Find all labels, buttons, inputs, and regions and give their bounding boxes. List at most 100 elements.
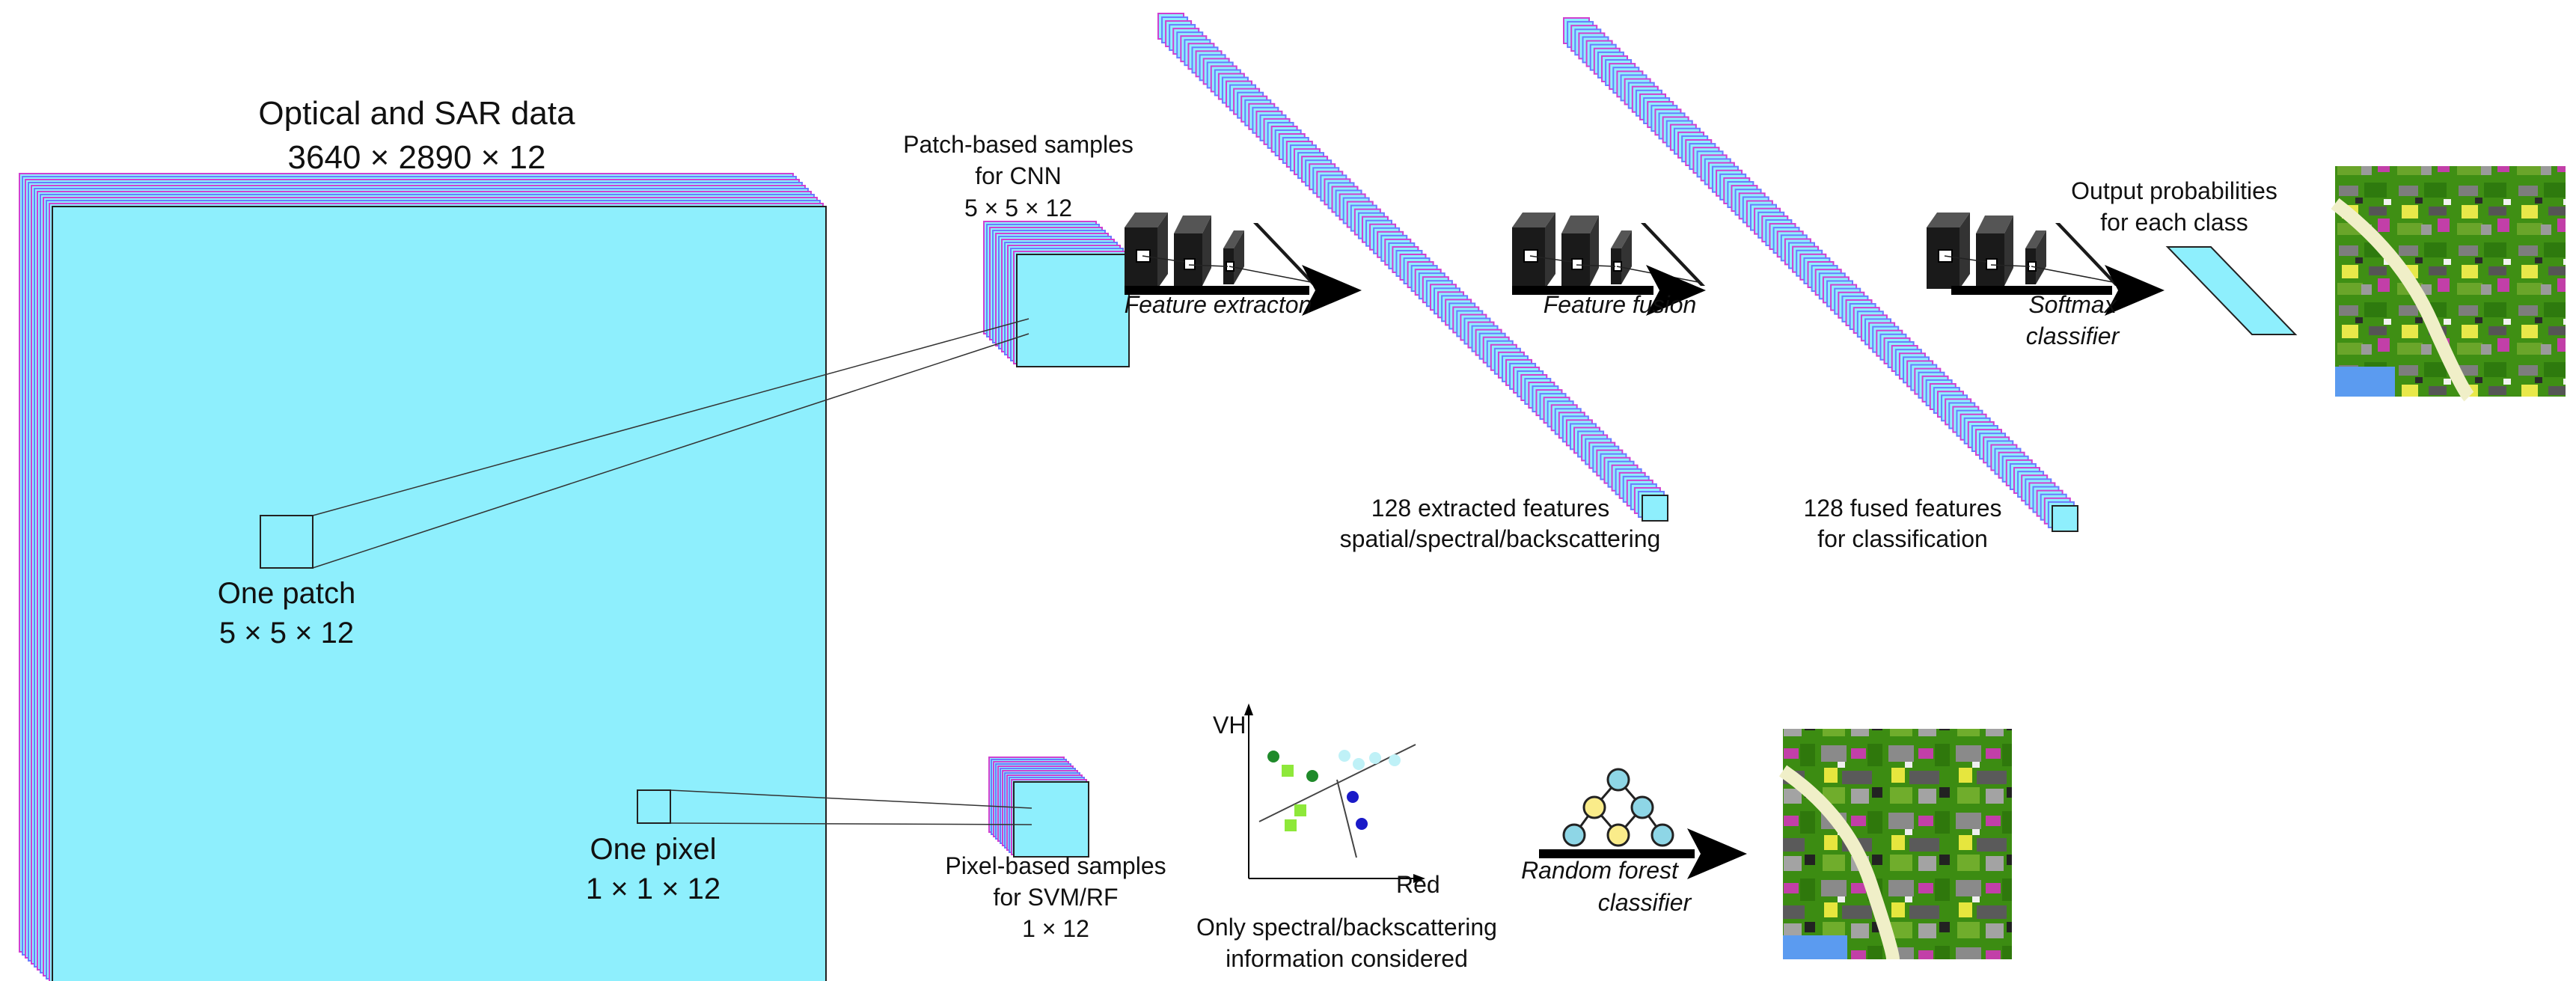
arrow-feature-extraction-head — [1302, 265, 1362, 316]
output-probability-vector — [2165, 246, 2298, 335]
patch-label: One patch — [218, 577, 356, 610]
pixel-dims: 1 × 1 × 12 — [586, 872, 721, 905]
cnn-block-fusion-link1 — [1529, 255, 1573, 263]
softmax-label-line1: Softmax — [2028, 291, 2117, 318]
patch-outline — [260, 515, 313, 569]
fused-features-line2: for classification — [1817, 525, 1988, 552]
cnn-block-softmax-side3 — [2036, 230, 2046, 284]
rf-label-line2: classifier — [1598, 889, 1692, 916]
output-line1: Output probabilities — [2071, 177, 2277, 204]
input-title: Optical and SAR data — [258, 95, 575, 132]
extracted-features-line2: spatial/spectral/backscattering — [1340, 525, 1661, 552]
scatter-y-axis-label: VH — [1213, 712, 1246, 739]
scatter-point — [1369, 752, 1381, 764]
scatter-boundary-2 — [1336, 779, 1357, 858]
fused-features-stack-unit — [2052, 505, 2078, 532]
rf-classification-map — [1778, 729, 2012, 960]
tree-node — [1650, 823, 1674, 847]
cnn-block-fusion-side3 — [1621, 230, 1632, 284]
connector-line — [670, 822, 1032, 825]
scatter-point — [1356, 818, 1368, 830]
rf-label-line1: Random forest — [1521, 857, 1679, 884]
cnn-block-softmax-top2 — [1976, 216, 2013, 233]
scatter-point — [1353, 758, 1365, 770]
cnn-block-extraction-top3 — [1223, 230, 1244, 248]
cnn-block-extraction-link2 — [1188, 264, 1229, 267]
pixel-sample-stack-layer — [1013, 781, 1089, 858]
tree-node — [1562, 823, 1586, 847]
input-data-cube — [19, 173, 827, 981]
fused-features-line1: 128 fused features — [1803, 495, 2001, 522]
connector-line — [670, 789, 1032, 809]
cnn-block-fusion-side — [1545, 213, 1555, 289]
feature-fusion-label: Feature fusion — [1544, 291, 1697, 318]
arrow-softmax-head — [2105, 265, 2164, 316]
cnn-block-extraction-link1 — [1142, 255, 1185, 263]
extracted-features-line1: 128 extracted features — [1371, 495, 1609, 522]
cnn-block-fusion-kernel2 — [1571, 258, 1583, 270]
cnn-block-softmax-top3 — [2025, 230, 2046, 248]
output-line2: for each class — [2100, 209, 2248, 236]
cnn-block-fusion-plane — [1641, 223, 1705, 286]
scatter-y-arrow — [1244, 703, 1253, 715]
scatter-x-axis-label: Red — [1396, 871, 1440, 898]
pixel-sample-stack — [988, 757, 1089, 858]
scatter-point — [1267, 751, 1279, 763]
scatter-caption-line2: information considered — [1226, 945, 1468, 972]
connector-lines — [312, 318, 1032, 825]
cnn-block-extraction-side3 — [1234, 230, 1244, 284]
patch-samples-line2: for CNN — [975, 162, 1062, 189]
cnn-block-extraction-top2 — [1174, 216, 1211, 233]
scatter-point — [1282, 765, 1294, 777]
cnn-block-fusion-top2 — [1561, 216, 1599, 233]
cnn-block-softmax-side — [1959, 213, 1970, 289]
scatter-point — [1285, 819, 1297, 831]
cnn-classification-map — [2331, 166, 2566, 402]
input-dims: 3640 × 2890 × 12 — [288, 139, 546, 176]
softmax-label-line2: classifier — [2026, 323, 2120, 349]
cnn-block-softmax-side2 — [2004, 216, 2013, 286]
cnn-block-softmax-link1 — [1944, 255, 1987, 263]
cnn-block-extraction — [1125, 213, 1318, 289]
cnn-block-softmax — [1927, 213, 2120, 289]
fused-features-stack — [1563, 17, 2078, 532]
misc-graphics — [260, 166, 2566, 960]
pixel-samples-line1: Pixel-based samples — [945, 852, 1166, 879]
arrow-feature-fusion-shaft — [1512, 286, 1653, 295]
tree-node — [1606, 768, 1630, 792]
arrow-feature-fusion-head — [1646, 265, 1706, 316]
rf-map-road — [1778, 765, 1900, 960]
arrow-random-forest — [1539, 828, 1747, 879]
cnn-map-road — [2331, 198, 2474, 402]
extracted-features-stack — [1157, 13, 1668, 522]
tree-icon — [1562, 768, 1674, 847]
cnn-blocks — [1125, 213, 2120, 289]
extracted-features-stack-unit — [1642, 495, 1668, 522]
cnn-block-softmax-link3 — [2031, 266, 2117, 284]
cnn-block-softmax-kernel2 — [1986, 258, 1998, 270]
cnn-block-extraction-side — [1157, 213, 1168, 289]
pixel-outline — [637, 789, 671, 824]
rf-map-base — [1783, 729, 2012, 959]
arrow-random-forest-shaft — [1539, 849, 1695, 858]
pixel-label: One pixel — [590, 833, 717, 866]
cnn-block-fusion-top3 — [1611, 230, 1632, 248]
pixel-samples-line2: for SVM/RF — [993, 884, 1118, 911]
cnn-map-water — [2335, 367, 2395, 397]
cnn-block-extraction-link3 — [1229, 266, 1315, 284]
connector-line — [312, 333, 1030, 569]
patch-dims: 5 × 5 × 12 — [219, 617, 354, 650]
cnn-block-fusion-side2 — [1590, 216, 1599, 286]
cnn-block-fusion-top — [1512, 213, 1555, 227]
scatter-point — [1347, 791, 1359, 803]
tree-node — [1606, 823, 1630, 847]
scatter-point — [1294, 804, 1306, 816]
cnn-block-softmax-link2 — [1990, 264, 2031, 267]
rf-map-water — [1783, 935, 1847, 959]
cnn-block-fusion — [1512, 213, 1705, 289]
pixel-samples-line3: 1 × 12 — [1022, 915, 1089, 942]
tree-node — [1582, 795, 1606, 819]
cnn-block-softmax-top — [1927, 213, 1970, 227]
cnn-block-extraction-side2 — [1202, 216, 1211, 286]
